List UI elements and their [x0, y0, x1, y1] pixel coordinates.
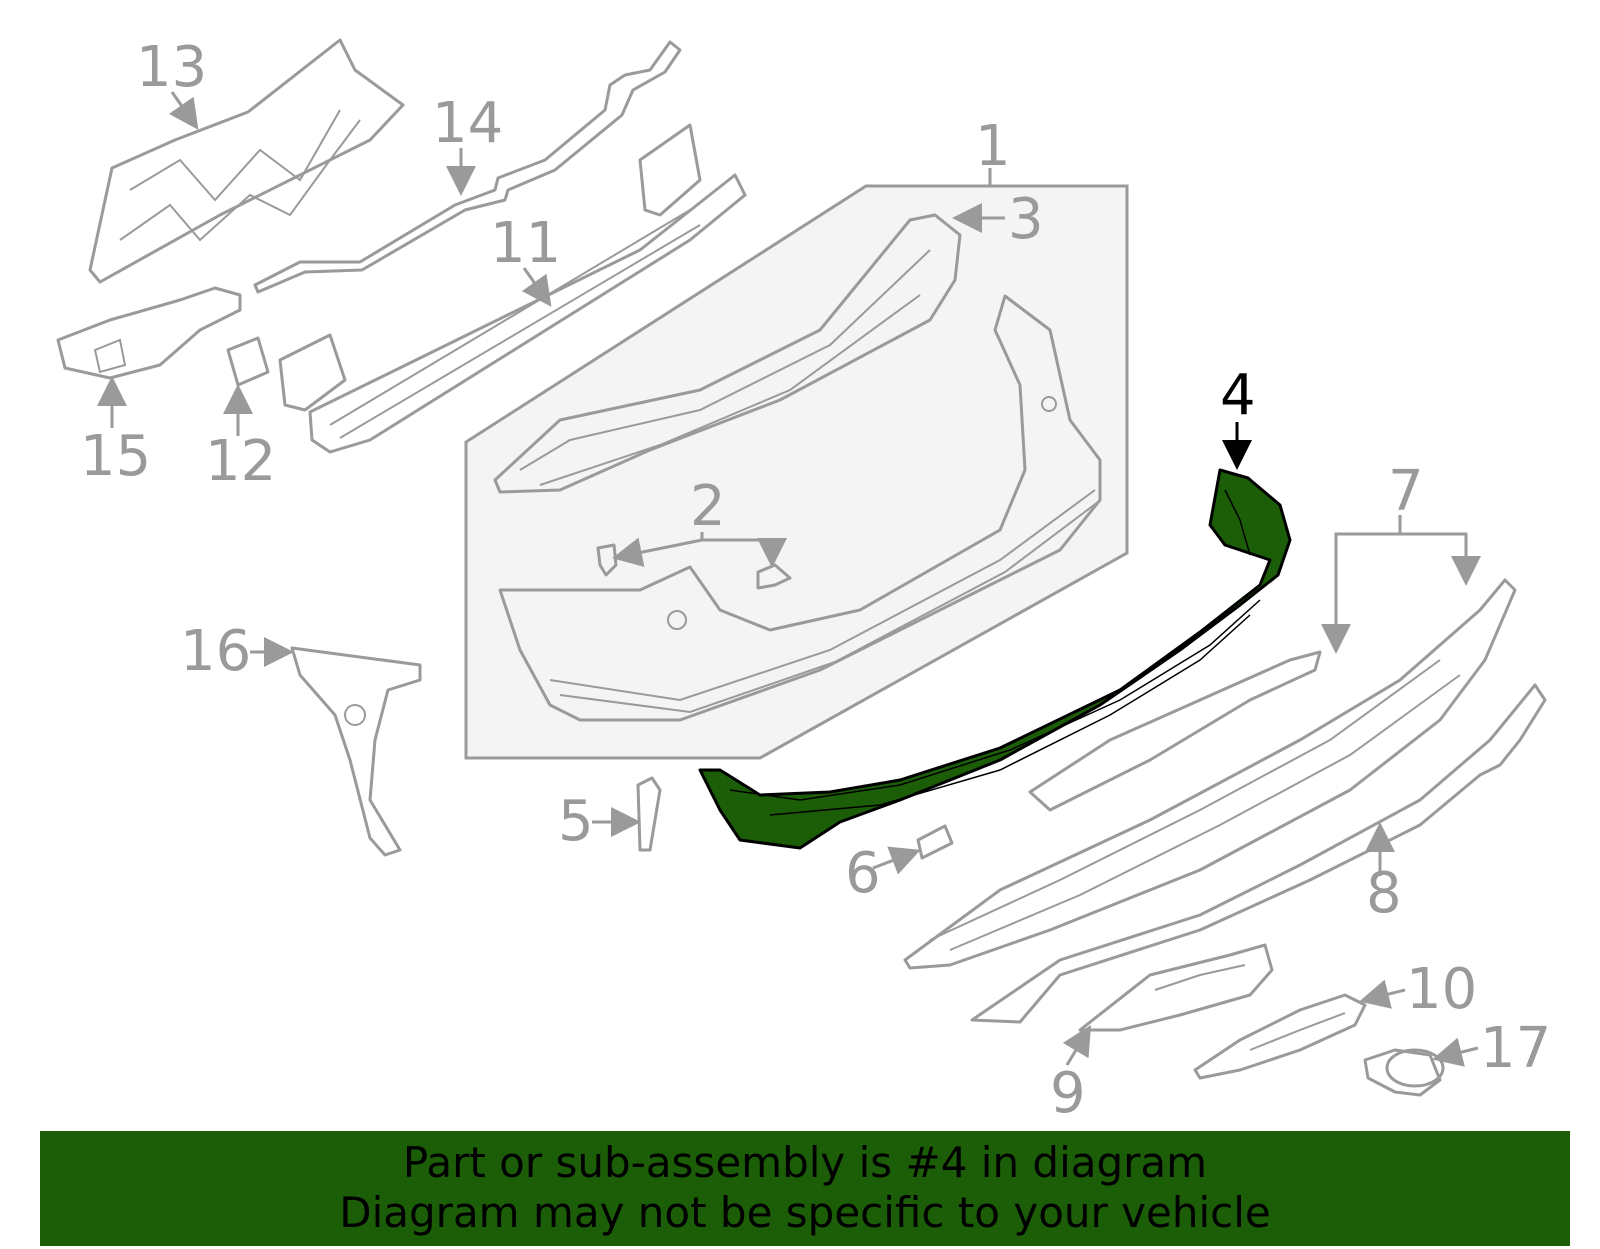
callout-3: 3 — [1008, 187, 1044, 252]
part-15-bracket — [56, 286, 242, 380]
part-1-bumper-cover — [498, 294, 1102, 722]
assembly-box-1 — [464, 184, 1129, 760]
banner-line-2: Diagram may not be specific to your vehi… — [339, 1188, 1271, 1237]
callout-17: 17 — [1480, 1016, 1551, 1081]
callout-12: 12 — [205, 429, 276, 494]
part-6-cover — [916, 824, 954, 860]
part-9-tip-trim — [1078, 943, 1274, 1032]
leader-lines — [97, 91, 1481, 1067]
callout-15: 15 — [80, 424, 151, 489]
part-4-valance — [698, 468, 1292, 850]
part-11-beam — [278, 123, 747, 454]
callout-2: 2 — [690, 474, 726, 539]
callout-13: 13 — [136, 35, 207, 100]
callout-11: 11 — [490, 211, 561, 276]
part-13-panel — [88, 38, 405, 284]
part-16-bracket — [290, 646, 422, 857]
part-10-tip-trim — [1193, 993, 1367, 1080]
callout-16: 16 — [180, 619, 251, 684]
callout-6: 6 — [845, 841, 881, 906]
callout-5: 5 — [558, 789, 594, 854]
callout-14: 14 — [432, 91, 503, 156]
info-banner: Part or sub-assembly is #4 in diagram Di… — [40, 1131, 1570, 1246]
callout-4: 4 — [1220, 363, 1256, 428]
callout-7: 7 — [1388, 459, 1424, 524]
banner-line-1: Part or sub-assembly is #4 in diagram — [402, 1138, 1208, 1187]
callout-8: 8 — [1366, 861, 1402, 926]
parts-diagram: 13 14 1 3 11 15 12 2 16 5 6 4 7 8 10 17 … — [56, 35, 1551, 1126]
callout-10: 10 — [1406, 957, 1477, 1022]
part-3-absorber — [493, 213, 962, 494]
part-8-strip — [970, 683, 1547, 1024]
part-7-diffuser — [903, 578, 1517, 970]
part-17-tip — [1363, 1048, 1445, 1097]
callout-9: 9 — [1050, 1061, 1086, 1126]
part-5-clip — [636, 776, 662, 852]
callout-labels: 13 14 1 3 11 15 12 2 16 5 6 4 7 8 10 17 … — [80, 35, 1551, 1126]
callout-1: 1 — [975, 114, 1011, 179]
part-12-plate — [226, 336, 270, 387]
part-14-harness — [253, 40, 682, 294]
